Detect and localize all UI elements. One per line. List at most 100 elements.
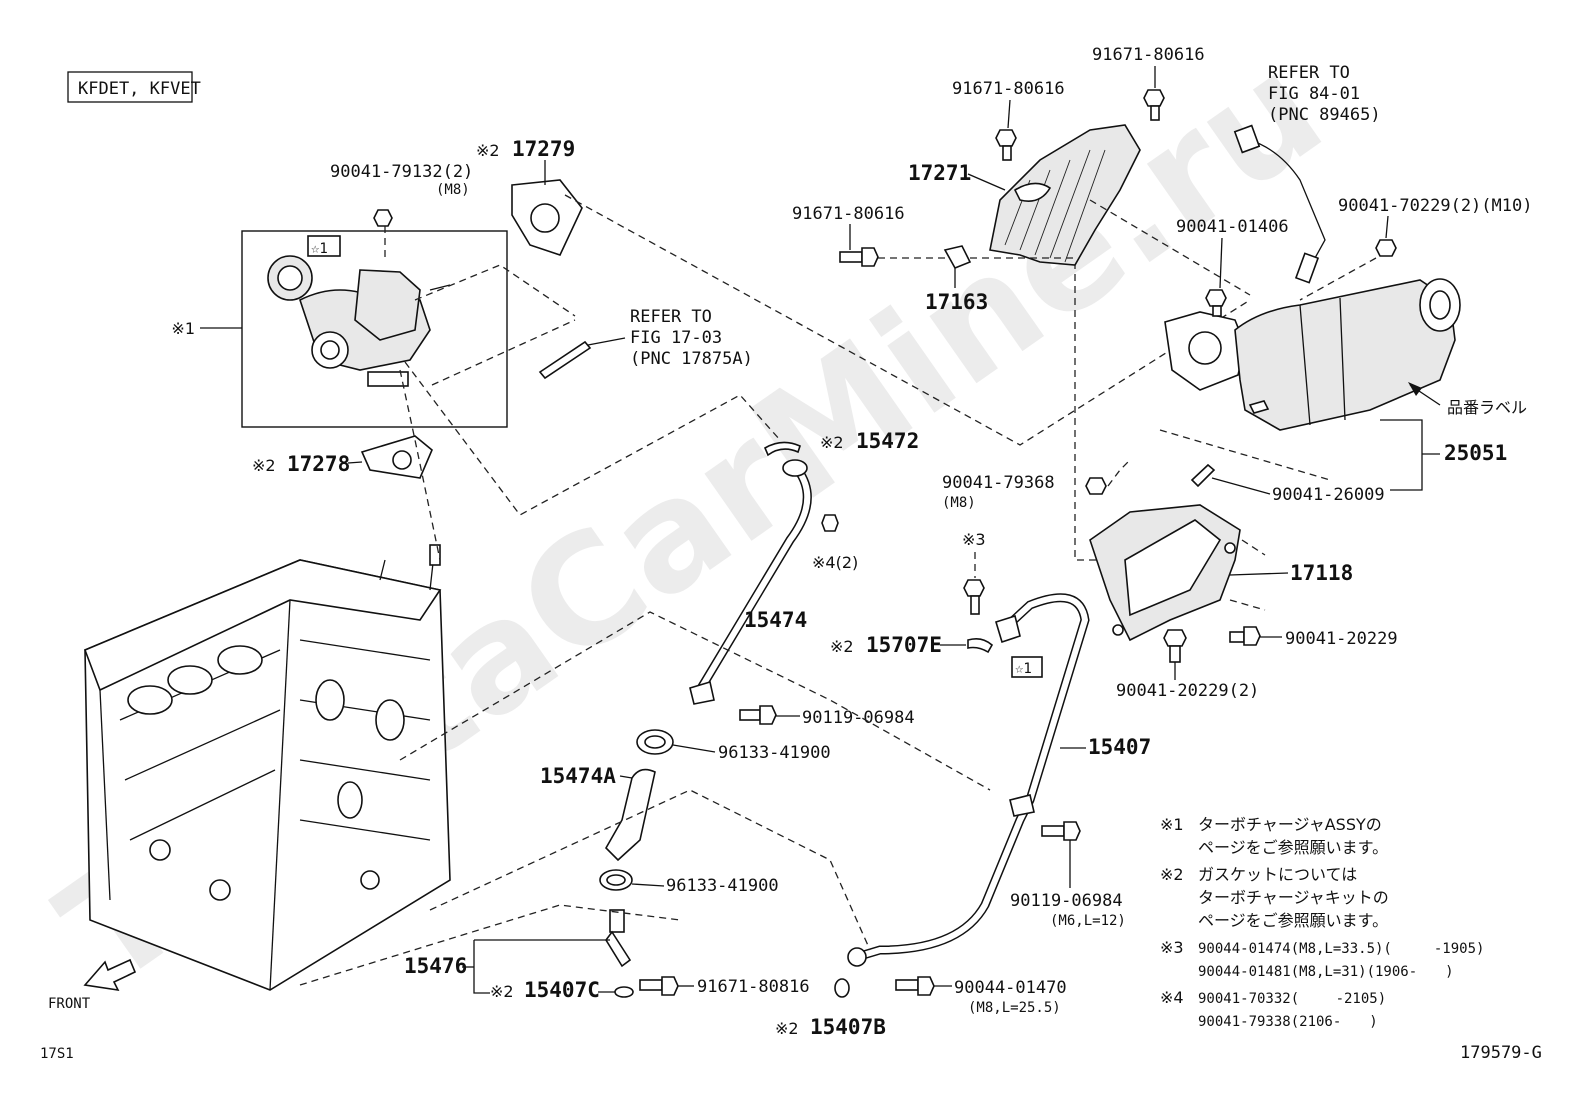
note-2-line1: ガスケットについては	[1198, 865, 1357, 884]
callout-17279: 17279	[512, 137, 575, 161]
callout-17118: 17118	[1290, 561, 1353, 585]
callout-15407b: 15407B	[810, 1015, 886, 1039]
bolt-90041-01406	[1205, 289, 1227, 317]
ref-84-01-line3: (PNC 89465)	[1268, 105, 1381, 125]
bolt-90119-06984-b	[1041, 821, 1081, 888]
callout-96133-41900-b: 96133-41900	[666, 876, 779, 896]
bolt-91671-80616-b	[1143, 89, 1165, 121]
callout-90041-70229: 90041-70229(2)(M10)	[1338, 196, 1532, 216]
notes-block: ※1 ターボチャージャASSYの ページをご参照願います。 ※2 ガスケットにつ…	[1160, 815, 1484, 1030]
turbocharger-assy: ☆1 ※1	[171, 209, 508, 428]
nut-90041-79368	[1085, 477, 1107, 495]
pipe-15407	[847, 593, 1090, 967]
note-2-line2: ターボチャージャキットの	[1198, 888, 1389, 907]
note-4-line1: 90041-70332( -2105)	[1198, 991, 1386, 1007]
nut-90041-70229	[1375, 239, 1397, 257]
ref-84-01-line2: FIG 84-01	[1268, 84, 1360, 104]
note-1-line2: ページをご参照願います。	[1198, 838, 1388, 857]
callout-17271: 17271	[908, 161, 971, 185]
k3-mark: ※3	[962, 530, 986, 549]
note-1-line1: ターボチャージャASSYの	[1198, 815, 1382, 834]
callout-90044-01470-size: (M8,L=25.5)	[968, 1000, 1061, 1016]
hose-15474a	[605, 768, 656, 862]
ref-84-01-line1: REFER TO	[1268, 63, 1350, 83]
nut-k4	[821, 514, 839, 532]
ref-17-03-line2: FIG 17-03	[630, 328, 722, 348]
bolt-90041-20229-b	[1163, 629, 1187, 680]
gasket-15407b	[834, 978, 850, 998]
callout-15472: 15472	[856, 429, 919, 453]
front-label: FRONT	[48, 996, 91, 1012]
k2-mark-17279: ※2	[476, 141, 500, 160]
note-3-mark: ※3	[1160, 938, 1184, 957]
gasket-15472	[763, 441, 801, 457]
callout-90041-79368: 90041-79368	[942, 473, 1055, 493]
page-code: 17S1	[40, 1046, 74, 1062]
engine-code-label: KFDET, KFVET	[78, 79, 201, 99]
callout-15476: 15476	[404, 954, 467, 978]
callout-90041-79132: 90041-79132(2)	[330, 162, 473, 182]
note-4-mark: ※4	[1160, 988, 1184, 1007]
callout-90119-06984-b-size: (M6,L=12)	[1050, 913, 1126, 929]
k2-mark-15472: ※2	[820, 433, 844, 452]
callout-15707e: 15707E	[866, 633, 942, 657]
ref-17-03-line1: REFER TO	[630, 307, 712, 327]
callout-90044-01470: 90044-01470	[954, 978, 1067, 998]
callout-25051: 25051	[1444, 441, 1507, 465]
bracket-17163	[943, 245, 972, 270]
note-2-line3: ページをご参照願います。	[1198, 911, 1388, 930]
ref-fig-84-01: REFER TO FIG 84-01 (PNC 89465)	[1268, 63, 1381, 125]
front-arrow: FRONT	[48, 958, 137, 1012]
note-3-line2: 90044-01481(M8,L=31)(1906- )	[1198, 964, 1454, 980]
k2-mark-15707e: ※2	[830, 637, 854, 656]
hinban-label-callout: 品番ラベル	[1447, 398, 1527, 417]
pipe-15474	[689, 459, 812, 705]
k2-mark-15407b: ※2	[775, 1019, 799, 1038]
k4-qty-mark: ※4(2)	[812, 553, 858, 572]
bolt-k3	[963, 579, 985, 615]
callout-90119-06984-a: 90119-06984	[802, 708, 915, 728]
ref-17-03-line3: (PNC 17875A)	[630, 349, 753, 369]
callout-90041-26009: 90041-26009	[1272, 485, 1385, 505]
callout-15407c: 15407C	[524, 978, 600, 1002]
note-3-line1: 90044-01474(M8,L=33.5)( -1905)	[1198, 941, 1484, 957]
bolt-90119-06984-a	[739, 705, 800, 725]
callout-17278: 17278	[287, 452, 350, 476]
callout-91671-80616-b: 91671-80616	[1092, 45, 1205, 65]
figure-id: 179579-G	[1460, 1043, 1542, 1063]
callout-90119-06984-b: 90119-06984	[1010, 891, 1123, 911]
callout-91671-80616-c: 91671-80616	[792, 204, 905, 224]
bolt-91671-80616-c	[839, 247, 879, 267]
heat-insulator-17118	[1089, 504, 1241, 642]
callout-15474a: 15474A	[540, 764, 616, 788]
bolt-91671-80616-a	[995, 129, 1017, 161]
turbo-star1-mark: ☆1	[311, 241, 328, 257]
k2-mark-15407c: ※2	[490, 982, 514, 1001]
note-2-mark: ※2	[1160, 865, 1184, 884]
clamp-96133-41900-a	[636, 729, 716, 755]
gasket-17278	[360, 435, 433, 479]
oxygen-sensor	[1233, 124, 1326, 284]
callout-90041-01406: 90041-01406	[1176, 217, 1289, 237]
note-4-line2: 90041-79338(2106- )	[1198, 1014, 1378, 1030]
clamp-96133-41900-b	[599, 869, 665, 891]
callout-96133-41900-a: 96133-41900	[718, 743, 831, 763]
ref-fig-17-03: REFER TO FIG 17-03 (PNC 17875A)	[538, 307, 753, 380]
callout-90041-79132-size: (M8)	[436, 182, 470, 198]
callout-17163: 17163	[925, 290, 988, 314]
pipe-star1-mark: ☆1	[1015, 661, 1032, 677]
callout-91671-80616-a: 91671-80616	[952, 79, 1065, 99]
k2-mark-17278: ※2	[252, 456, 276, 475]
bolt-91671-80816	[639, 976, 694, 996]
gasket-17279	[511, 179, 583, 256]
callout-15407: 15407	[1088, 735, 1151, 759]
catalytic-converter-25051	[1164, 278, 1461, 431]
callout-90041-79368-size: (M8)	[942, 495, 976, 511]
turbo-k1-mark: ※1	[171, 319, 195, 338]
engine-block-illustration	[83, 544, 451, 991]
stud-90041-26009	[1190, 463, 1216, 488]
engine-code-box: KFDET, KFVET	[67, 71, 201, 103]
gasket-15707e	[967, 638, 994, 654]
heat-insulator-17271	[989, 124, 1141, 266]
